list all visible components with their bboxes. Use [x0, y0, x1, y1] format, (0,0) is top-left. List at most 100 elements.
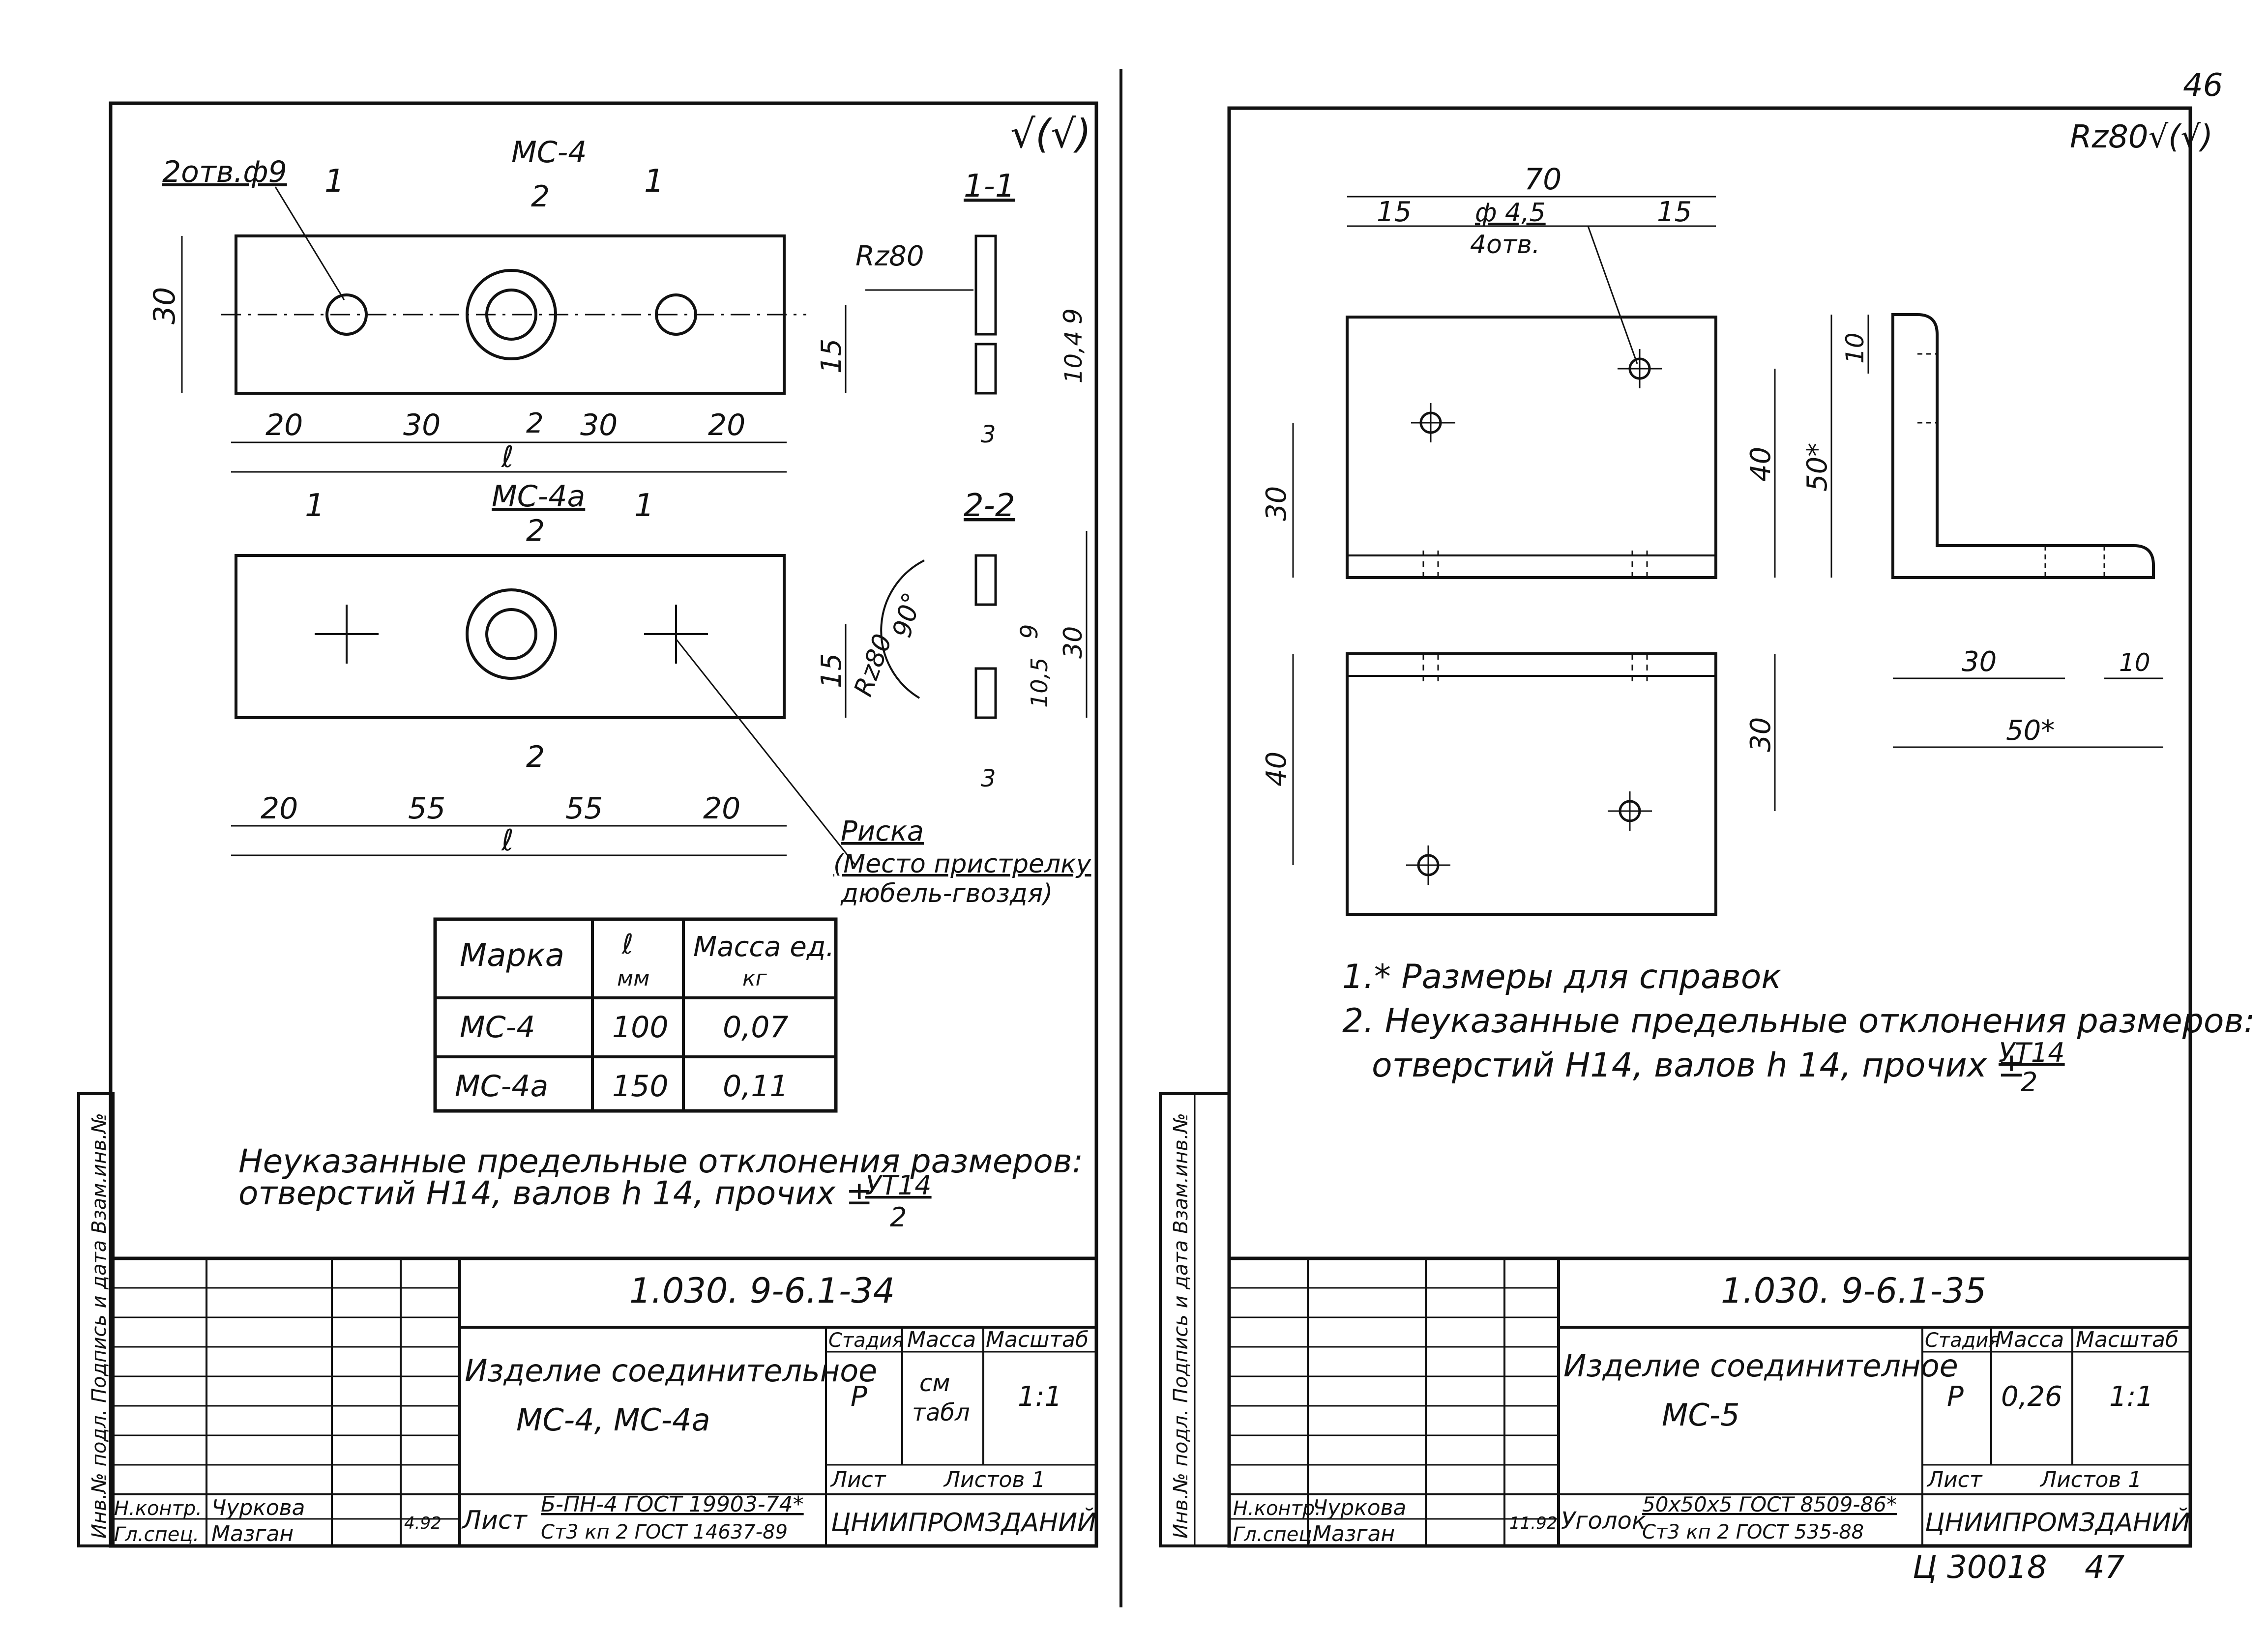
dim-top-3: 30 — [580, 408, 618, 442]
risk-leader — [675, 639, 856, 866]
left-side-strip-text: Инв.№ подл. Подпись и дата Взам.инв.№ — [88, 1113, 111, 1539]
angle-top-view: 70 15 15 ф 4,5 4отв. 30 40 — [1261, 162, 1777, 580]
view-label-mc4a-sub: 2 — [526, 514, 545, 548]
dim-top-2: 30 — [403, 408, 441, 442]
left-tolerance-frac-den: 2 — [890, 1202, 907, 1233]
right-doc-code: 1.030. 9-6.1-35 — [1721, 1271, 1986, 1311]
dim-30-h: 30 — [1962, 646, 1997, 678]
table-header-l: ℓ — [621, 929, 633, 961]
section-mark-2-top: 2 — [526, 408, 544, 439]
dim-70: 70 — [1524, 162, 1561, 197]
right-scale-header: Масштаб — [2076, 1327, 2179, 1352]
mass-table-frame — [433, 917, 838, 1113]
left-roughness-mark: √(√) — [1010, 111, 1091, 157]
angle-arc — [880, 559, 925, 699]
section-mark-1-right: 1 — [644, 163, 664, 200]
left-material-1: Б-ПН-4 ГОСТ 19903-74* — [541, 1492, 804, 1517]
table-header-l-unit: мм — [617, 966, 649, 991]
hole-note-1: ф 4,5 — [1475, 198, 1546, 228]
right-note-frac-den: 2 — [2021, 1067, 2037, 1098]
right-material-label: Уголок — [1561, 1507, 1646, 1535]
dim-30-left-top: 30 — [1261, 486, 1293, 521]
dim-top-1: 20 — [265, 408, 303, 442]
dim-40-left-bottom: 40 — [1261, 752, 1293, 786]
page-number-bottom: 47 — [2085, 1549, 2125, 1586]
left-stage: Р — [851, 1381, 867, 1413]
left-mass-header: Масса — [907, 1327, 976, 1352]
hole-center-outer — [466, 269, 557, 360]
dim-10-h: 10 — [2119, 648, 2150, 677]
right-sheets-label: Листов 1 — [2039, 1467, 2142, 1492]
hole-note: 2отв.ф9 — [162, 155, 287, 189]
view-label-mc4a: МС-4а — [492, 479, 585, 514]
rz-label-2: Rz80 — [849, 630, 898, 700]
left-sheet-label: Лист — [830, 1467, 886, 1492]
right-roughness-mark: Rz80√(√) — [2070, 119, 2213, 155]
dim-bottom-3: 55 — [565, 791, 603, 826]
left-title-frame — [109, 1256, 1098, 1548]
table-row2-mass: 0,11 — [723, 1069, 789, 1104]
left-sheet: √(√) 2отв.ф9 МС-4 2 1 1 30 15 20 30 — [77, 101, 1098, 1548]
dim-15-top: 15 — [816, 339, 848, 374]
right-note-frac-num: УТ14 — [1999, 1037, 2065, 1068]
dim-40-right-top: 40 — [1745, 447, 1777, 482]
left-role-2: Гл.спец. — [114, 1523, 199, 1546]
angle-bottom-plate — [1346, 652, 1717, 916]
dim-height-30: 30 — [147, 287, 182, 324]
left-side-strip — [77, 1092, 115, 1547]
risk-note-2: дюбель-гвоздя) — [840, 879, 1053, 908]
section-2-2-lower — [974, 667, 997, 719]
table-row1-l: 100 — [612, 1010, 669, 1045]
right-material-2: Ст3 кп 2 ГОСТ 535-88 — [1642, 1521, 1864, 1543]
hole-center-outer-a — [466, 588, 557, 680]
dims-bottom-row: 20 55 55 20 ℓ — [231, 791, 787, 858]
section-2-2-label: 2-2 — [964, 488, 1015, 524]
left-person-2: Мазган — [211, 1521, 294, 1546]
rz-label-1: Rz80 — [855, 240, 924, 272]
right-title-frame — [1227, 1256, 2192, 1548]
hole-note-leader — [1587, 226, 1638, 364]
left-material-2: Ст3 кп 2 ГОСТ 14637-89 — [541, 1521, 788, 1543]
hole-left — [325, 293, 368, 336]
left-material-label: Лист — [461, 1506, 528, 1535]
dim-30-right-bottom: 30 — [1745, 717, 1777, 752]
table-header-mark: Марка — [460, 937, 564, 974]
right-mass: 0,26 — [2001, 1381, 2062, 1413]
right-sheet: Rz80√(√) 70 15 15 ф 4,5 4отв. 30 — [1159, 106, 2255, 1548]
left-product-name-1: Изделие соединительное — [465, 1353, 877, 1389]
right-note-1: 1.* Размеры для справок — [1342, 958, 1781, 996]
left-title-block: 1.030. 9-6.1-34 Изделие соединительное М… — [109, 1256, 1098, 1548]
section-mark-1-bottom-left: 1 — [305, 488, 325, 524]
angle-bottom-view: 40 30 — [1261, 652, 1777, 916]
dim-bottom-2: 55 — [408, 791, 445, 826]
right-role-1: Н.контр. — [1233, 1497, 1321, 1520]
left-org: ЦНИИПРОМЗДАНИЙ — [831, 1508, 1096, 1538]
section-mark-2-bottom: 2 — [526, 740, 545, 774]
dim-10-top: 10 — [1841, 332, 1869, 364]
section-2-2-view: 2-2 90° Rz80 9 10,5 30 3 — [849, 488, 1088, 792]
table-row2-mark: МС-4а — [455, 1069, 548, 1104]
dim-9-top: 9 — [1059, 308, 1088, 324]
hole-note-2: 4отв. — [1470, 230, 1540, 260]
dim-bottom-1: 20 — [261, 791, 298, 826]
right-scale: 1:1 — [2109, 1381, 2153, 1413]
dim-30-bottom: 30 — [1059, 626, 1088, 659]
right-mass-header: Масса — [1995, 1327, 2064, 1352]
hole-leader — [274, 186, 345, 300]
table-header-mass-unit: кг — [742, 966, 767, 991]
left-sign-date: 4.92 — [404, 1514, 442, 1533]
left-doc-code: 1.030. 9-6.1-34 — [629, 1271, 895, 1311]
left-mass-1: см — [919, 1369, 950, 1397]
section-mark-1-left: 1 — [324, 163, 345, 200]
hole-center-inner — [485, 289, 537, 341]
risk-label: Риска — [841, 815, 924, 847]
right-person-1: Чуркова — [1313, 1495, 1407, 1520]
left-stage-header: Стадия — [828, 1329, 904, 1352]
angle-90: 90° — [887, 589, 928, 641]
dim-15-bottom: 15 — [816, 653, 848, 688]
table-row2-l: 150 — [612, 1069, 669, 1104]
right-stage: Р — [1947, 1381, 1964, 1413]
page-number-top: 46 — [2183, 67, 2223, 104]
section-mark-1-bottom-right: 1 — [634, 488, 654, 524]
